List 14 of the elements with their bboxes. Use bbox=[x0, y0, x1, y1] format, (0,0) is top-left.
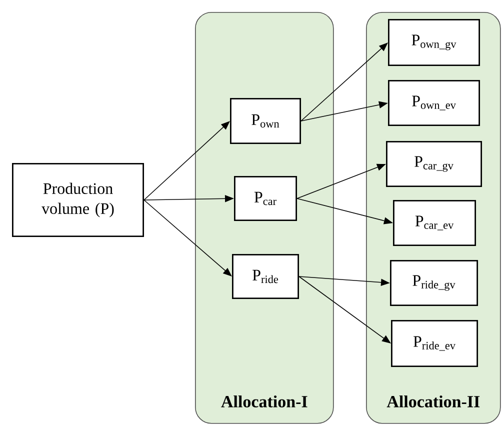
arrow bbox=[298, 276, 391, 344]
arrow bbox=[144, 200, 232, 276]
process-box: P$_{car_gv}$ bbox=[386, 141, 482, 187]
process-box: P$_{own}$ bbox=[230, 98, 301, 144]
process-box: Production volume (P) bbox=[12, 163, 144, 237]
process-box: P$_{car_ev}$ bbox=[393, 200, 476, 246]
process-box: P$_{ride_gv}$ bbox=[390, 260, 478, 306]
arrow bbox=[144, 121, 230, 200]
process-box: P$_{ride_ev}$ bbox=[391, 320, 478, 367]
process-box: P$_{own_gv}$ bbox=[388, 19, 480, 66]
process-box: P$_{car}$ bbox=[234, 176, 297, 221]
process-box: P$_{ride}$ bbox=[232, 254, 299, 299]
process-box: P$_{own_ev}$ bbox=[388, 80, 480, 126]
arrow bbox=[300, 42, 388, 122]
